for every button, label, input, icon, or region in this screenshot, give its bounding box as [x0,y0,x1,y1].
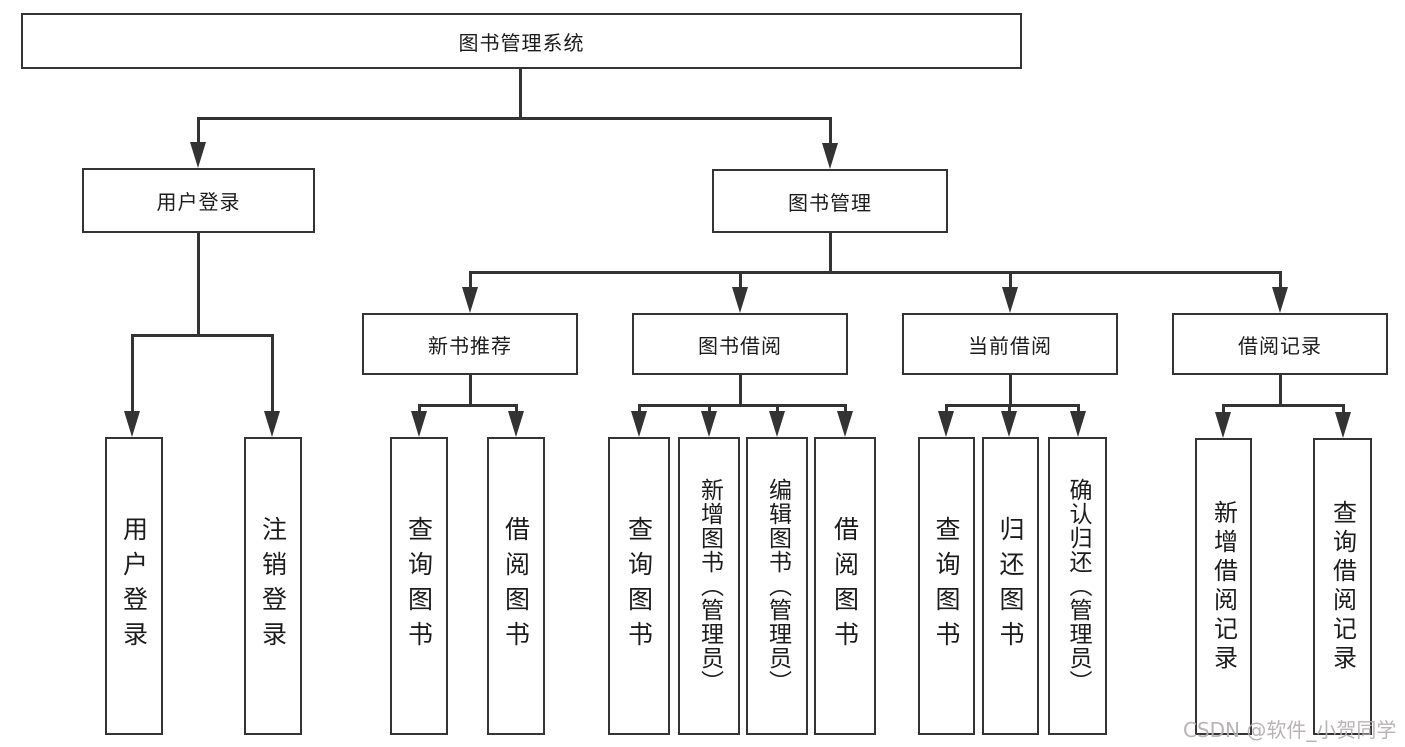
arrowhead-icon [938,411,954,437]
leaf-edit-books-admin: 编辑图书（管理员） [746,437,808,735]
leaf-add-borrow-record: 新增借阅记录 [1195,438,1252,735]
connector-line [829,117,832,145]
leaf-query-books-borrow: 查询图书 [608,437,670,735]
connector-line [945,404,948,413]
connector-line [1008,404,1011,413]
leaf-return-books: 归还图书 [982,437,1039,735]
node-root-library-system: 图书管理系统 [21,13,1022,69]
connector-line [945,404,1080,407]
arrowhead-icon [1002,287,1018,313]
connector-line [197,233,200,337]
connector-line [131,334,274,337]
connector-line [469,375,472,407]
leaf-query-borrow-record: 查询借阅记录 [1313,438,1372,735]
csdn-watermark: CSDN @软件_小贺同学 [1183,718,1397,742]
connector-line [197,117,832,120]
connector-line [131,334,134,412]
connector-line [469,271,472,289]
connector-line [739,375,742,407]
leaf-user-login: 用户登录 [105,437,163,735]
connector-line [829,233,832,274]
connector-line [776,404,779,413]
arrowhead-icon [124,411,140,437]
connector-line [844,404,847,413]
connector-line [1342,404,1345,414]
connector-line [197,117,200,144]
node-book-borrow: 图书借阅 [632,313,848,375]
arrowhead-icon [701,411,717,437]
leaf-borrow-books-recommend: 借阅图书 [487,437,545,735]
leaf-query-books-current: 查询图书 [918,437,975,735]
node-user-login: 用户登录 [82,168,315,233]
arrowhead-icon [190,142,206,168]
connector-line [271,334,274,412]
connector-line [1222,404,1225,414]
arrowhead-icon [769,411,785,437]
arrowhead-icon [631,411,647,437]
connector-line [418,404,518,407]
connector-line [1222,404,1345,407]
arrowhead-icon [411,411,427,437]
arrowhead-icon [1215,412,1231,438]
leaf-logout: 注销登录 [244,437,302,735]
arrowhead-icon [462,287,478,313]
arrowhead-icon [264,411,280,437]
arrowhead-icon [508,411,524,437]
arrowhead-icon [1335,412,1351,438]
arrowhead-icon [732,287,748,313]
arrowhead-icon [1272,287,1288,313]
connector-line [418,404,421,413]
connector-line [1279,271,1282,289]
connector-line [1009,375,1012,407]
connector-line [515,404,518,413]
arrowhead-icon [1070,411,1086,437]
node-current-borrow: 当前借阅 [902,313,1118,375]
node-new-book-recommend: 新书推荐 [362,313,578,375]
connector-line [469,271,1282,274]
connector-line [638,404,847,407]
arrowhead-icon [1001,411,1017,437]
leaf-query-books-recommend: 查询图书 [390,437,448,735]
connector-line [708,404,711,413]
leaf-add-books-admin: 新增图书（管理员） [678,437,740,735]
connector-line [1279,375,1282,407]
leaf-borrow-books: 借阅图书 [814,437,876,735]
arrowhead-icon [822,143,838,169]
connector-line [1077,404,1080,413]
node-book-management: 图书管理 [712,169,948,233]
connector-line [1009,271,1012,289]
connector-line [638,404,641,413]
node-borrow-records: 借阅记录 [1172,313,1388,375]
leaf-confirm-return-admin: 确认归还（管理员） [1048,437,1107,735]
connector-line [739,271,742,289]
connector-line [519,69,522,119]
arrowhead-icon [837,411,853,437]
